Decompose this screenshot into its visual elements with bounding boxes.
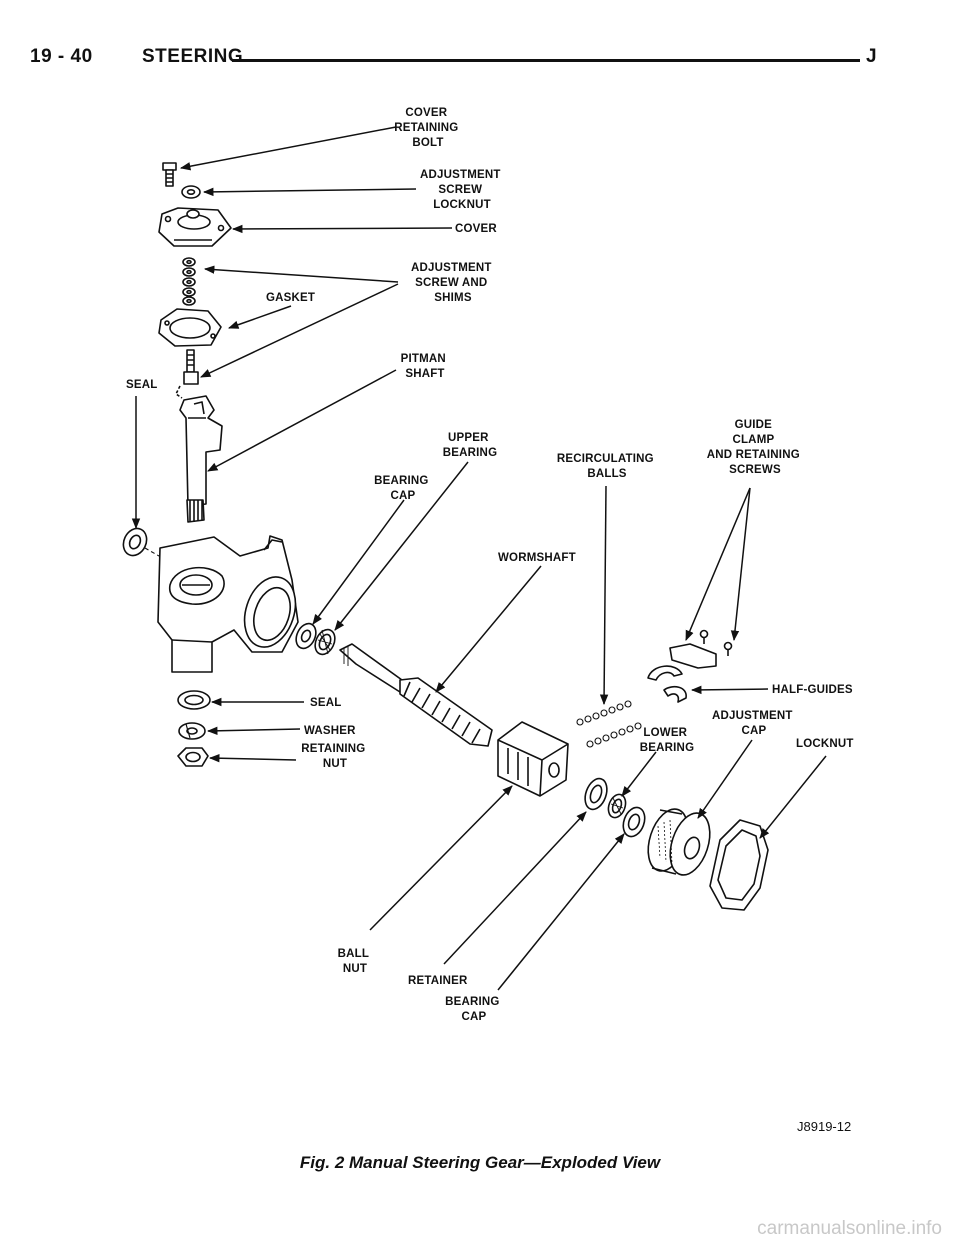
label-bearing-cap-lower: BEARING CAP	[445, 996, 503, 1023]
label-cover: COVER	[455, 223, 497, 235]
gasket-part	[158, 308, 222, 347]
leader-cover	[231, 224, 453, 234]
adjustment-screw-locknut-part	[181, 185, 201, 199]
leader-retaining-nut	[208, 754, 297, 763]
label-seal-lower: SEAL	[310, 697, 341, 709]
locknut-part	[709, 819, 769, 911]
cover-part	[158, 207, 232, 247]
leader-upper-bearing	[334, 461, 469, 631]
recirculating-balls-part	[576, 700, 642, 748]
leader-pitman-shaft	[207, 369, 397, 472]
adjustment-screw-shims-part	[182, 257, 196, 306]
bearing-cap-upper-part	[295, 622, 317, 650]
washer-part	[178, 722, 206, 740]
guide-clamp-part	[669, 629, 733, 669]
leader-gasket	[228, 305, 292, 329]
bearing-cap-lower-part	[622, 806, 646, 838]
seal-lower-part	[177, 690, 211, 710]
label-recirculating-balls: RECIRCULATING BALLS	[557, 453, 657, 480]
gear-housing-part	[157, 535, 299, 673]
label-half-guides: HALF-GUIDES	[772, 684, 853, 696]
label-upper-bearing: UPPER BEARING	[443, 432, 497, 459]
label-bearing-cap-upper: BEARING CAP	[374, 475, 432, 502]
half-guides-part	[647, 665, 687, 703]
section-title: STEERING	[142, 46, 244, 67]
leader-bearing-cap-lower	[497, 833, 625, 991]
label-adjustment-cap: ADJUSTMENT CAP	[712, 710, 796, 737]
adjustment-screw-part	[183, 349, 199, 385]
upper-bearing-part	[314, 628, 336, 656]
wormshaft-part	[339, 643, 493, 747]
pitman-shaft-part	[175, 385, 223, 523]
leader-guide-clamp-1	[685, 487, 751, 641]
leader-guide-clamp-2	[730, 487, 751, 642]
header-rule	[232, 59, 860, 62]
label-guide-clamp: GUIDE CLAMP AND RETAINING SCREWS	[707, 419, 804, 476]
leader-half-guides	[690, 685, 769, 695]
label-cover-retaining-bolt: COVER RETAINING BOLT	[394, 107, 462, 149]
leader-shims-1	[203, 265, 399, 283]
label-washer: WASHER	[304, 725, 356, 737]
label-wormshaft: WORMSHAFT	[498, 552, 576, 564]
leader-adjustment-screw-locknut	[202, 187, 417, 197]
leader-adjustment-cap	[697, 739, 753, 819]
label-retainer: RETAINER	[408, 975, 468, 987]
figure-id: J8919-12	[797, 1119, 851, 1134]
adjustment-cap-part	[647, 808, 711, 876]
leader-shims-2	[200, 283, 399, 378]
label-pitman-shaft: PITMAN SHAFT	[401, 353, 450, 380]
leader-wormshaft	[435, 565, 542, 693]
cover-retaining-bolt-part	[162, 162, 177, 187]
label-retaining-nut: RETAINING NUT	[301, 743, 369, 770]
label-gasket: GASKET	[266, 292, 315, 304]
edition-letter: J	[866, 46, 878, 67]
leader-recirculating-balls	[599, 485, 609, 706]
ball-nut-part	[497, 721, 569, 797]
label-ball-nut: BALL NUT	[338, 948, 373, 975]
label-adjustment-screw-locknut: ADJUSTMENT SCREW LOCKNUT	[420, 169, 504, 211]
leader-locknut	[759, 755, 827, 839]
label-lower-bearing: LOWER BEARING	[640, 727, 694, 754]
retaining-nut-part	[177, 747, 209, 767]
leader-washer	[206, 726, 301, 735]
figure-caption: Fig. 2 Manual Steering Gear—Exploded Vie…	[299, 1153, 661, 1172]
leader-bearing-cap-upper	[312, 499, 405, 625]
page-number: 19 - 40	[30, 46, 93, 67]
page-header: 19 - 40 STEERING J	[0, 40, 960, 80]
leader-cover-retaining-bolt	[179, 126, 397, 171]
leader-ball-nut	[369, 785, 513, 931]
label-locknut: LOCKNUT	[796, 738, 854, 750]
watermark: carmanualsonline.info	[757, 1218, 942, 1239]
label-seal-upper: SEAL	[126, 379, 157, 391]
label-adjustment-screw-shims: ADJUSTMENT SCREW AND SHIMS	[411, 262, 495, 304]
lower-bearing-race-part	[584, 777, 608, 811]
seal-upper-part	[122, 527, 167, 561]
lower-bearing-part	[607, 793, 627, 819]
leader-lower-bearing	[621, 751, 657, 797]
leader-retainer	[443, 811, 587, 965]
